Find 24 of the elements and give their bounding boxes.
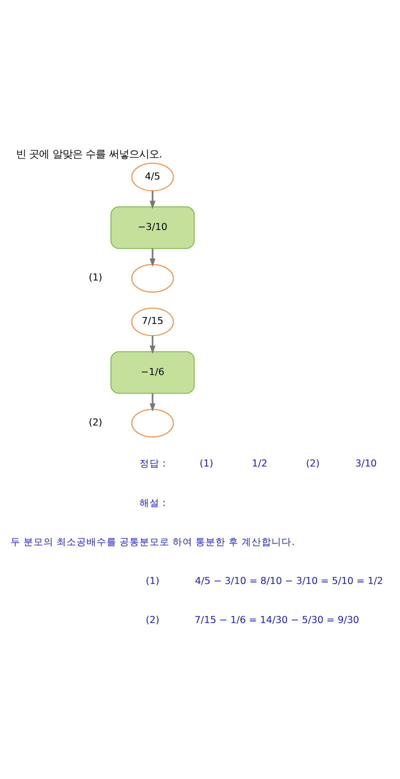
- label: 4/5 − 3/10 = 8/10 − 3/10 = 5/10 = 1/2: [195, 576, 384, 588]
- arrow: [150, 336, 156, 354]
- node-ellipse: 7/15: [131, 308, 174, 336]
- label: (2): [88, 417, 102, 428]
- arrow: [150, 394, 156, 412]
- label: 3/10: [355, 458, 377, 470]
- arrow: [150, 190, 156, 210]
- diagram-title: 빈 곳에 알맞은 수를 써넣으시오.: [16, 148, 162, 160]
- label: 해설 :: [139, 498, 166, 509]
- label: 7/15 − 1/6 = 14/30 − 5/30 = 9/30: [194, 615, 360, 626]
- node-ellipse: 4/5: [131, 162, 174, 192]
- label: 1/2: [252, 458, 268, 470]
- node-box: −1/6: [110, 351, 195, 394]
- label: (2): [146, 615, 160, 626]
- label: (1): [146, 576, 160, 588]
- node-ellipse: [131, 264, 174, 293]
- arrow: [150, 248, 156, 267]
- node-box: −3/10: [110, 206, 195, 249]
- label: 정답 :: [139, 458, 166, 470]
- label: (1): [200, 458, 214, 470]
- label: (2): [306, 458, 320, 470]
- label: 두 분모의 최소공배수를 공통분모로 하여 통분한 후 계산합니다.: [10, 536, 295, 548]
- node-ellipse: [131, 408, 174, 438]
- label: (1): [88, 272, 102, 284]
